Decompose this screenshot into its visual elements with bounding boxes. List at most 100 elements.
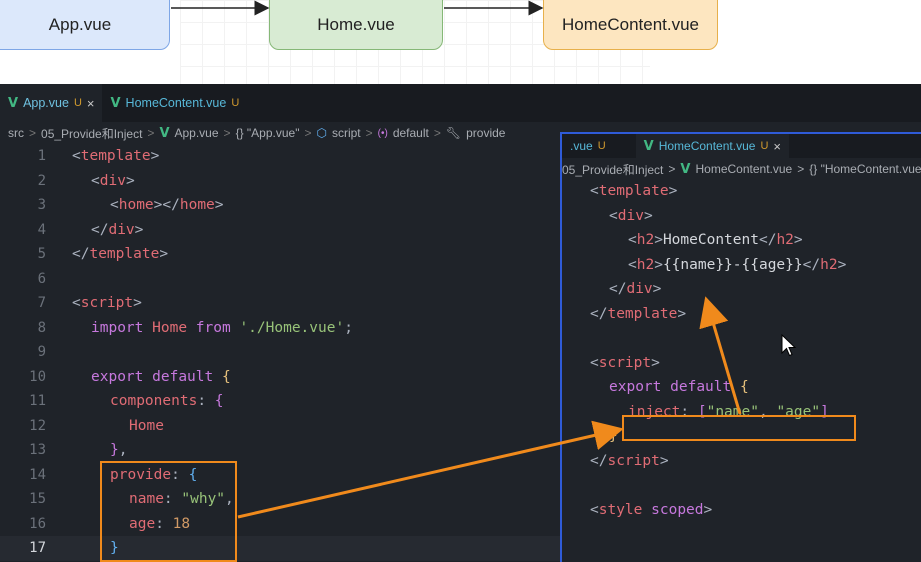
vue-icon: V bbox=[680, 161, 691, 177]
breadcrumb-separator: > bbox=[29, 126, 37, 140]
breadcrumb-item[interactable]: src bbox=[8, 126, 24, 140]
code-text: <div> bbox=[91, 172, 135, 189]
code-line: 6 bbox=[0, 267, 560, 292]
code-text: </div> bbox=[91, 221, 144, 238]
untracked-badge: U bbox=[73, 97, 82, 109]
code-line: 12 Home bbox=[0, 414, 560, 439]
breadcrumb-item[interactable]: default bbox=[392, 126, 429, 140]
breadcrumb-item[interactable]: App.vue bbox=[174, 126, 219, 140]
line-number: 4 bbox=[37, 221, 46, 238]
breadcrumb-item[interactable]: 05_Provide和Inject bbox=[41, 126, 143, 141]
line-number: 15 bbox=[29, 491, 46, 508]
code-line bbox=[562, 474, 921, 499]
breadcrumb-item[interactable]: {} "App.vue" bbox=[235, 126, 300, 140]
code-line: <h2>HomeContent</h2> bbox=[562, 229, 921, 254]
code-area-app-vue[interactable]: 1 <template> 2 <div> 3 <home></home> 4 <… bbox=[0, 144, 560, 562]
close-icon[interactable]: × bbox=[773, 138, 781, 154]
code-line: 3 <home></home> bbox=[0, 193, 560, 218]
line-number: 17 bbox=[29, 540, 46, 557]
code-line: </div> bbox=[562, 278, 921, 303]
code-text: <template> bbox=[72, 148, 160, 165]
tab-label: .vue bbox=[570, 139, 593, 153]
module-icon: (•) bbox=[377, 127, 388, 139]
code-line: <style scoped> bbox=[562, 499, 921, 524]
diagram-box-label: HomeContent.vue bbox=[561, 15, 700, 34]
code-line: </template> bbox=[562, 303, 921, 328]
code-line: <div> bbox=[562, 205, 921, 230]
breadcrumb-separator: > bbox=[365, 126, 373, 140]
line-number: 12 bbox=[29, 417, 46, 434]
tab-app-vue[interactable]: V App.vue U × bbox=[0, 84, 103, 122]
breadcrumb-item[interactable]: HomeContent.vue bbox=[695, 162, 793, 176]
code-text: </div> bbox=[609, 281, 662, 297]
code-line: 1 <template> bbox=[0, 144, 560, 169]
right-breadcrumb: 05_Provide和Inject > V HomeContent.vue > … bbox=[562, 158, 921, 180]
code-area-homecontent-vue[interactable]: <template> <div> <h2>HomeContent</h2> <h… bbox=[562, 180, 921, 523]
breadcrumb-item[interactable]: script bbox=[331, 126, 361, 140]
code-line: 16 age: 18 bbox=[0, 512, 560, 537]
wrench-icon: 🔧︎ bbox=[445, 126, 462, 140]
breadcrumb-separator: > bbox=[223, 126, 231, 140]
code-line-current: 17 } bbox=[0, 536, 560, 561]
diagram-box-homecontent: HomeContent.vue bbox=[543, 0, 718, 50]
line-number: 10 bbox=[29, 368, 46, 385]
component-diagram: App.vue Home.vue HomeContent.vue bbox=[0, 0, 921, 84]
code-line: 10 export default { bbox=[0, 365, 560, 390]
code-line: </script> bbox=[562, 450, 921, 475]
tab-label: HomeContent.vue bbox=[658, 139, 756, 153]
cube-icon: ⬡ bbox=[316, 126, 327, 140]
tab-label: App.vue bbox=[23, 96, 69, 110]
code-text: components: { bbox=[110, 393, 224, 410]
code-text: <home></home> bbox=[110, 197, 224, 214]
breadcrumb-item[interactable]: 05_Provide和Inject bbox=[562, 162, 664, 177]
code-text: import Home from './Home.vue'; bbox=[91, 319, 353, 336]
code-text: <template> bbox=[590, 183, 678, 199]
breadcrumb-separator: > bbox=[668, 162, 676, 176]
code-line: 5 </template> bbox=[0, 242, 560, 267]
code-line: 2 <div> bbox=[0, 169, 560, 194]
code-line: 7 <script> bbox=[0, 291, 560, 316]
line-number: 7 bbox=[37, 295, 46, 312]
untracked-badge: U bbox=[597, 140, 606, 152]
line-number: 3 bbox=[37, 197, 46, 214]
vue-icon: V bbox=[8, 95, 19, 111]
vue-icon: V bbox=[159, 125, 170, 141]
breadcrumb-separator: > bbox=[797, 162, 805, 176]
code-line: <h2>{{name}}-{{age}}</h2> bbox=[562, 254, 921, 279]
close-icon[interactable]: × bbox=[86, 95, 95, 111]
mouse-cursor-icon bbox=[781, 334, 797, 357]
code-line: 4 </div> bbox=[0, 218, 560, 243]
line-number: 6 bbox=[37, 270, 46, 287]
code-text: <script> bbox=[590, 354, 660, 371]
breadcrumb-separator: > bbox=[304, 126, 312, 140]
code-line: 9 bbox=[0, 340, 560, 365]
code-line: <script> bbox=[562, 352, 921, 377]
breadcrumb-separator: > bbox=[433, 126, 441, 140]
line-number: 2 bbox=[37, 172, 46, 189]
line-number: 9 bbox=[37, 344, 46, 361]
line-number: 14 bbox=[29, 466, 46, 483]
breadcrumb-separator: > bbox=[147, 126, 155, 140]
diagram-box-home: Home.vue bbox=[269, 0, 443, 50]
code-text: age: 18 bbox=[129, 515, 191, 532]
line-number: 8 bbox=[37, 319, 46, 336]
tab-partial-vue[interactable]: .vue U bbox=[562, 134, 614, 158]
code-text: <div> bbox=[609, 207, 653, 224]
diagram-box-app: App.vue bbox=[0, 0, 170, 50]
tab-homecontent-vue-right[interactable]: V HomeContent.vue U × bbox=[635, 134, 789, 158]
code-line: 14 provide: { bbox=[0, 463, 560, 488]
breadcrumb: src > 05_Provide和Inject > V App.vue > {}… bbox=[0, 122, 560, 144]
tab-homecontent-vue[interactable]: V HomeContent.vue U bbox=[102, 84, 247, 122]
diagram-box-label: Home.vue bbox=[317, 15, 395, 34]
code-text: <script> bbox=[72, 295, 142, 312]
code-line: 11 components: { bbox=[0, 389, 560, 414]
provide-highlight-box bbox=[100, 461, 237, 562]
untracked-badge: U bbox=[231, 97, 240, 109]
diagram-arrows bbox=[171, 0, 544, 16]
code-line: <template> bbox=[562, 180, 921, 205]
code-line: export default { bbox=[562, 376, 921, 401]
right-tab-bar: .vue U V HomeContent.vue U × bbox=[562, 134, 921, 158]
breadcrumb-item[interactable]: provide bbox=[466, 126, 506, 140]
code-text: export default { bbox=[91, 368, 231, 385]
breadcrumb-item[interactable]: {} "HomeContent.vue bbox=[809, 162, 921, 176]
